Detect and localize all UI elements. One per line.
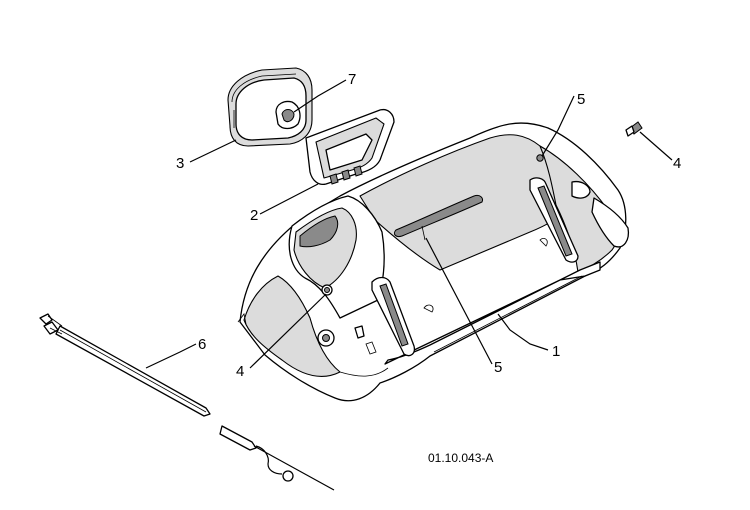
callout-5-bottom: 5 (494, 359, 502, 376)
cable-assembly (219, 425, 335, 491)
leader-7 (293, 79, 347, 113)
callout-1: 1 (552, 343, 560, 360)
leader-lines (145, 79, 673, 369)
leader-2 (259, 183, 319, 215)
bolt-4-left (321, 284, 333, 296)
document-number: 01.10.043-A (428, 451, 493, 465)
bolt-5-right (536, 154, 544, 162)
callout-6: 6 (198, 336, 206, 353)
leader-6 (145, 343, 197, 369)
leader-4-left (249, 293, 327, 369)
hood-housing (237, 122, 630, 402)
callout-4-left: 4 (236, 363, 244, 380)
leader-5-top (541, 95, 575, 157)
leader-5-bottom (425, 237, 493, 365)
callout-labels: 1 2 3 4 4 5 5 6 7 (176, 71, 681, 380)
callout-2: 2 (250, 207, 258, 224)
headlight-lamp (227, 67, 313, 147)
leader-3 (189, 139, 237, 163)
callout-7: 7 (348, 71, 356, 88)
leader-1 (497, 313, 549, 351)
headlight-frame (305, 108, 395, 186)
leader-4-right (639, 131, 673, 161)
rod-assembly (39, 313, 211, 417)
callout-3: 3 (176, 155, 184, 172)
callout-4-right: 4 (673, 155, 681, 172)
callout-5-top: 5 (577, 91, 585, 108)
screw-4 (625, 121, 643, 137)
